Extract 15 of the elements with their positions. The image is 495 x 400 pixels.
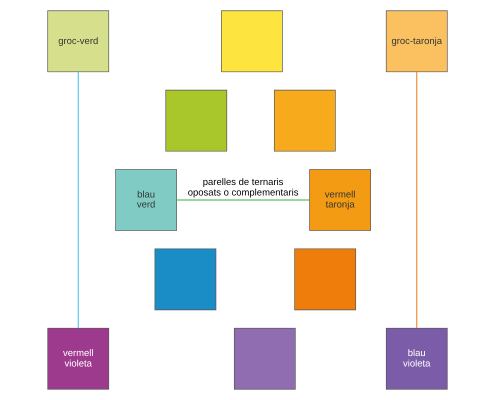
- node-box: blau violeta: [386, 328, 448, 390]
- node-box: vermell violeta: [47, 328, 110, 390]
- node-box: [274, 90, 336, 152]
- connector: [416, 72, 418, 328]
- node-box: groc-taronja: [386, 10, 448, 72]
- node-box: blau verd: [115, 169, 177, 231]
- edge-label: parelles de ternaris oposats o complementaris: [188, 177, 298, 198]
- node-box: vermell taronja: [309, 169, 371, 231]
- node-box: groc-verd: [47, 10, 110, 72]
- node-box: [165, 90, 228, 152]
- node-box: [154, 248, 216, 310]
- connector: [78, 72, 79, 328]
- node-box: [294, 248, 356, 310]
- node-box: [221, 10, 283, 72]
- node-box: [234, 328, 296, 390]
